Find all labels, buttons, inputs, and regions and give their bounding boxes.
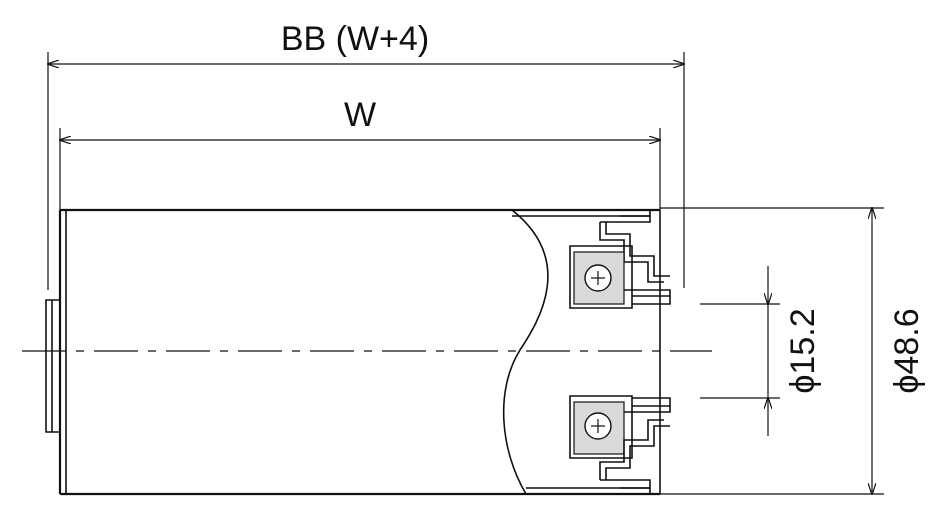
roller-tube [45,208,661,496]
label-w: W [344,96,376,134]
bearing-lower [569,395,671,489]
label-tube-diameter: ϕ48.6 [888,308,926,393]
bearing-upper [569,215,671,309]
label-shaft-diameter: ϕ15.2 [784,308,822,393]
label-bb: BB (W+4) [281,20,429,58]
width-dimension: W [60,96,660,210]
overall-length-dimension: BB (W+4) [48,20,684,290]
tube-diameter-dimension: ϕ48.6 [660,208,926,494]
shaft-diameter-dimension: ϕ15.2 [700,266,822,436]
